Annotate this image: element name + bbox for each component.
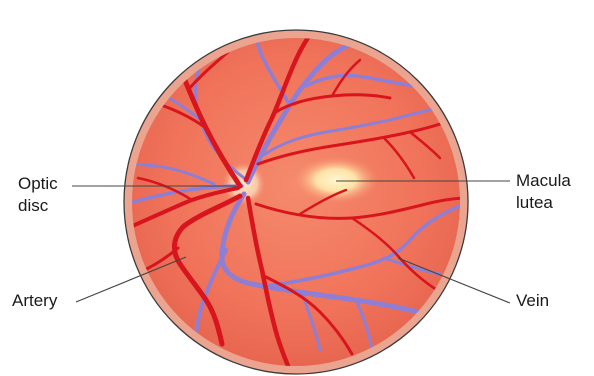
macula-lutea-label-line-2: lutea	[516, 192, 586, 214]
artery-vessel	[142, 64, 178, 76]
macula-lutea-label: Macula lutea	[516, 170, 586, 214]
macula-lutea-label-line-1: Macula	[516, 170, 586, 192]
artery-label: Artery	[12, 290, 57, 312]
macula-lutea	[292, 156, 380, 204]
optic-disc-label: Optic disc	[18, 173, 72, 217]
vein-label: Vein	[516, 290, 549, 312]
optic-disc-label-line-2: disc	[18, 195, 72, 217]
optic-disc-label-line-1: Optic	[18, 173, 72, 195]
retina-fundus	[132, 38, 460, 366]
